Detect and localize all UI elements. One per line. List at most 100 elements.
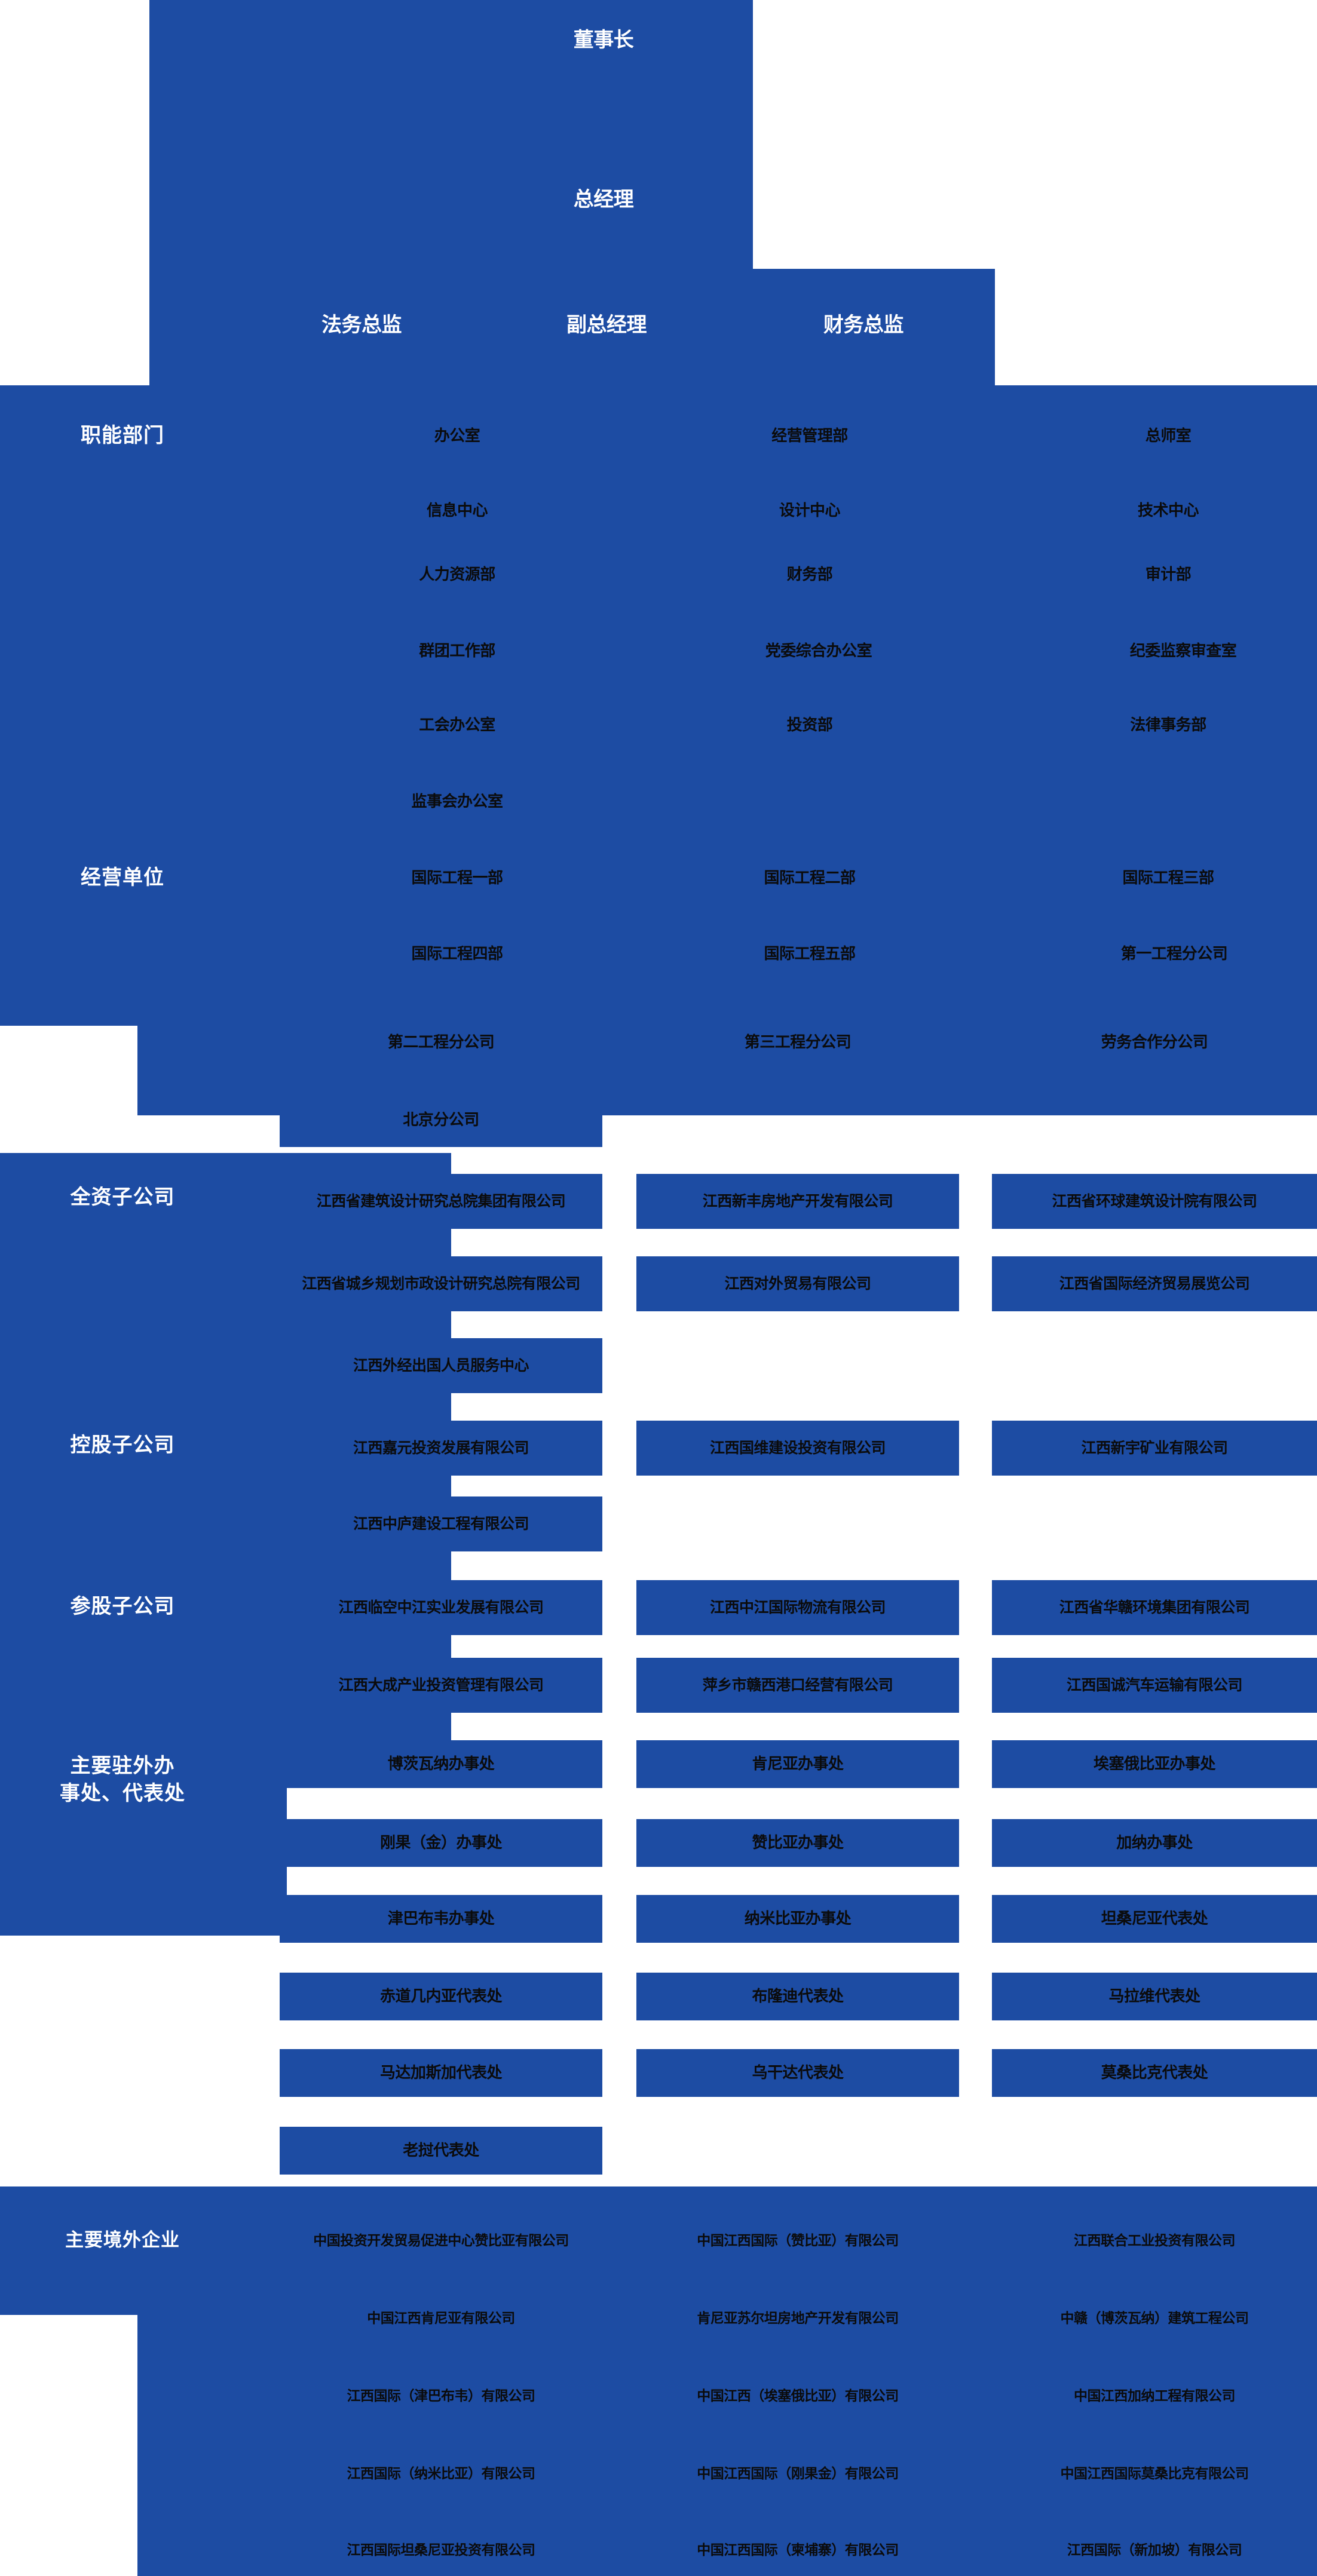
overseas-enterprise-node[interactable]: 江西国际（新加坡）有限公司 xyxy=(992,2524,1317,2576)
equity-subsidiary-node[interactable]: 江西临空中江实业发展有限公司 xyxy=(280,1580,602,1635)
dept-label: 监事会办公室 xyxy=(411,792,503,811)
dept-node[interactable]: 投资部 xyxy=(711,712,908,738)
subsidiary-node[interactable]: 江西对外贸易有限公司 xyxy=(636,1256,959,1311)
subsidiary-node[interactable]: 江西新丰房地产开发有限公司 xyxy=(636,1174,959,1229)
overseas-office-node[interactable]: 坦桑尼亚代表处 xyxy=(992,1895,1317,1943)
overseas-enterprise-node[interactable]: 中赣（博茨瓦纳）建筑工程公司 xyxy=(992,2291,1317,2345)
dept-node[interactable]: 党委综合办公室 xyxy=(711,638,926,664)
dept-node[interactable]: 办公室 xyxy=(359,423,556,449)
dept-label: 审计部 xyxy=(1145,565,1192,584)
overseas-enterprise-node[interactable]: 中国江西肯尼亚有限公司 xyxy=(280,2291,602,2345)
dept-node[interactable]: 审计部 xyxy=(1070,562,1267,588)
overseas-office-node[interactable]: 马达加斯加代表处 xyxy=(280,2049,602,2097)
controlled-subsidiary-node[interactable]: 江西国维建设投资有限公司 xyxy=(636,1421,959,1476)
overseas-office-node[interactable]: 加纳办事处 xyxy=(992,1819,1317,1867)
overseas-enterprise-node[interactable]: 中国江西加纳工程有限公司 xyxy=(992,2369,1317,2422)
overseas-office-node[interactable]: 肯尼亚办事处 xyxy=(636,1740,959,1788)
subsidiary-node[interactable]: 江西省国际经济贸易展览公司 xyxy=(992,1256,1317,1311)
overseas-office-node[interactable]: 埃塞俄比亚办事处 xyxy=(992,1740,1317,1788)
subsidiary-node[interactable]: 江西省建筑设计研究总院集团有限公司 xyxy=(280,1174,602,1229)
subsidiary-label: 江西对外贸易有限公司 xyxy=(724,1275,871,1292)
unit-node[interactable]: 第二工程分公司 xyxy=(280,1016,602,1069)
band-directors xyxy=(149,269,995,385)
subsidiary-node[interactable]: 江西外经出国人员服务中心 xyxy=(280,1338,602,1393)
unit-node[interactable]: 第一工程分公司 xyxy=(1070,941,1279,967)
overseas-office-node[interactable]: 莫桑比克代表处 xyxy=(992,2049,1317,2097)
equity-subsidiary-node[interactable]: 江西省华赣环境集团有限公司 xyxy=(992,1580,1317,1635)
dept-node[interactable]: 总师室 xyxy=(1070,423,1267,449)
overseas-enterprise-node[interactable]: 中国江西国际（赞比亚）有限公司 xyxy=(636,2213,959,2267)
overseas-office-label: 老挝代表处 xyxy=(403,2141,479,2160)
dept-label: 人力资源部 xyxy=(419,565,495,584)
unit-node[interactable]: 国际工程一部 xyxy=(359,865,556,891)
unit-node[interactable]: 国际工程三部 xyxy=(1070,865,1267,891)
unit-node[interactable]: 国际工程五部 xyxy=(711,941,908,967)
dept-node[interactable]: 经营管理部 xyxy=(711,423,908,449)
dept-node[interactable]: 法律事务部 xyxy=(1070,712,1267,738)
unit-node[interactable]: 国际工程二部 xyxy=(711,865,908,891)
overseas-enterprise-label: 江西联合工业投资有限公司 xyxy=(1074,2232,1236,2248)
exec-finance-director[interactable]: 财务总监 xyxy=(771,287,956,364)
unit-label: 国际工程一部 xyxy=(411,869,503,887)
dept-node[interactable]: 设计中心 xyxy=(711,498,908,524)
dept-label: 设计中心 xyxy=(779,501,841,520)
unit-node[interactable]: 劳务合作分公司 xyxy=(992,1016,1317,1069)
overseas-enterprise-node[interactable]: 中国江西国际莫桑比克有限公司 xyxy=(992,2446,1317,2500)
overseas-enterprise-label: 中国江西国际（赞比亚）有限公司 xyxy=(697,2232,899,2248)
equity-subsidiary-node[interactable]: 江西中江国际物流有限公司 xyxy=(636,1580,959,1635)
overseas-office-node[interactable]: 津巴布韦办事处 xyxy=(280,1895,602,1943)
unit-node[interactable]: 第三工程分公司 xyxy=(636,1016,959,1069)
equity-subsidiary-node[interactable]: 萍乡市赣西港口经营有限公司 xyxy=(636,1658,959,1713)
overseas-enterprise-node[interactable]: 中国江西国际（刚果金）有限公司 xyxy=(636,2446,959,2500)
overseas-enterprise-node[interactable]: 肯尼亚苏尔坦房地产开发有限公司 xyxy=(636,2291,959,2345)
unit-node[interactable]: 国际工程四部 xyxy=(359,941,556,967)
overseas-office-node[interactable]: 博茨瓦纳办事处 xyxy=(280,1740,602,1788)
dept-node[interactable]: 信息中心 xyxy=(359,498,556,524)
overseas-office-node[interactable]: 老挝代表处 xyxy=(280,2127,602,2175)
overseas-enterprise-node[interactable]: 中国江西国际（柬埔寨）有限公司 xyxy=(636,2524,959,2576)
unit-node[interactable]: 北京分公司 xyxy=(280,1093,602,1147)
equity-subsidiary-label: 江西大成产业投资管理有限公司 xyxy=(338,1676,544,1694)
overseas-office-node[interactable]: 纳米比亚办事处 xyxy=(636,1895,959,1943)
overseas-enterprise-node[interactable]: 中国江西（埃塞俄比亚）有限公司 xyxy=(636,2369,959,2422)
controlled-subsidiary-node[interactable]: 江西新宇矿业有限公司 xyxy=(992,1421,1317,1476)
overseas-enterprise-label: 中国江西肯尼亚有限公司 xyxy=(367,2310,515,2326)
dept-node[interactable]: 纪委监察审查室 xyxy=(1070,638,1297,664)
overseas-enterprise-node[interactable]: 江西国际（津巴布韦）有限公司 xyxy=(280,2369,602,2422)
overseas-enterprise-node[interactable]: 江西国际（纳米比亚）有限公司 xyxy=(280,2446,602,2500)
dept-node[interactable]: 人力资源部 xyxy=(359,562,556,588)
section-label-text: 控股子公司 xyxy=(70,1434,175,1457)
overseas-office-node[interactable]: 乌干达代表处 xyxy=(636,2049,959,2097)
overseas-office-node[interactable]: 赤道几内亚代表处 xyxy=(280,1973,602,2020)
dept-node[interactable]: 工会办公室 xyxy=(359,712,556,738)
exec-chairman[interactable]: 董事长 xyxy=(514,0,693,81)
overseas-office-label: 赤道几内亚代表处 xyxy=(379,1987,503,2005)
unit-label: 国际工程四部 xyxy=(411,944,503,963)
overseas-enterprise-node[interactable]: 江西国际坦桑尼亚投资有限公司 xyxy=(280,2524,602,2576)
dept-node[interactable]: 监事会办公室 xyxy=(359,789,556,815)
exec-legal-director[interactable]: 法务总监 xyxy=(269,287,454,364)
equity-subsidiary-node[interactable]: 江西国诚汽车运输有限公司 xyxy=(992,1658,1317,1713)
overseas-office-node[interactable]: 马拉维代表处 xyxy=(992,1973,1317,2020)
exec-deputy-general-manager[interactable]: 副总经理 xyxy=(514,287,699,364)
equity-subsidiary-node[interactable]: 江西大成产业投资管理有限公司 xyxy=(280,1658,602,1713)
overseas-office-node[interactable]: 布隆迪代表处 xyxy=(636,1973,959,2020)
subsidiary-node[interactable]: 江西省环球建筑设计院有限公司 xyxy=(992,1174,1317,1229)
exec-general-manager[interactable]: 总经理 xyxy=(514,161,693,239)
dept-label: 财务部 xyxy=(786,565,833,584)
overseas-enterprise-label: 江西国际（新加坡）有限公司 xyxy=(1067,2542,1242,2558)
exec-finance-director-label: 财务总监 xyxy=(823,314,904,337)
dept-node[interactable]: 群团工作部 xyxy=(359,638,556,664)
overseas-office-node[interactable]: 刚果（金）办事处 xyxy=(280,1819,602,1867)
overseas-office-node[interactable]: 赞比亚办事处 xyxy=(636,1819,959,1867)
overseas-enterprise-node[interactable]: 中国投资开发贸易促进中心赞比亚有限公司 xyxy=(280,2213,602,2267)
unit-label: 劳务合作分公司 xyxy=(1101,1033,1208,1051)
overseas-enterprise-node[interactable]: 江西联合工业投资有限公司 xyxy=(992,2213,1317,2267)
overseas-office-label: 刚果（金）办事处 xyxy=(379,1833,503,1852)
dept-node[interactable]: 技术中心 xyxy=(1070,498,1267,524)
dept-node[interactable]: 财务部 xyxy=(711,562,908,588)
controlled-subsidiary-node[interactable]: 江西嘉元投资发展有限公司 xyxy=(280,1421,602,1476)
exec-legal-director-label: 法务总监 xyxy=(321,314,402,337)
controlled-subsidiary-node[interactable]: 江西中庐建设工程有限公司 xyxy=(280,1496,602,1551)
subsidiary-node[interactable]: 江西省城乡规划市政设计研究总院有限公司 xyxy=(280,1256,602,1311)
